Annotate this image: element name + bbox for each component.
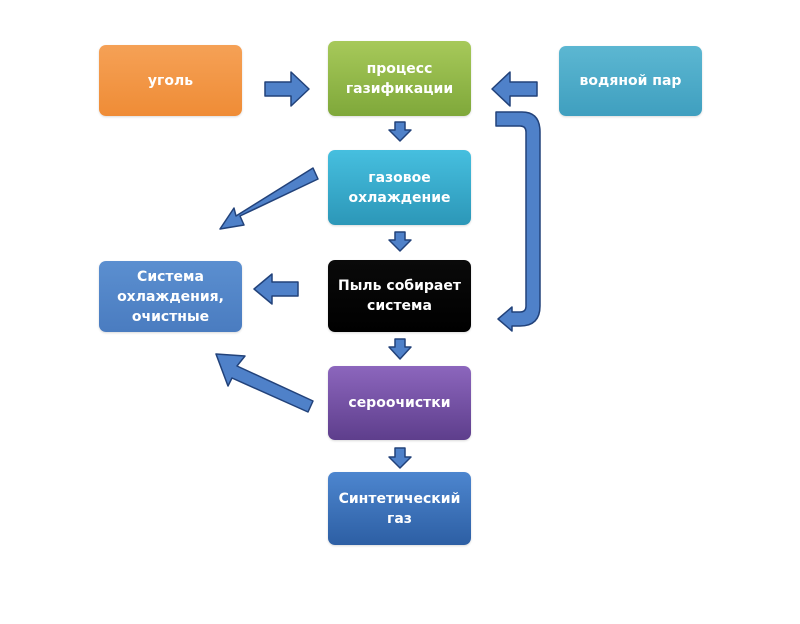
arrow-coal-to-gasification: [264, 71, 310, 107]
node-dust-system: Пыль собирает система: [328, 260, 471, 332]
node-syngas-label: Синтетический газ: [338, 490, 461, 527]
arrow-gas-cooling-to-cooling-system: [219, 167, 319, 230]
node-coal-label: уголь: [147, 72, 194, 89]
node-gasification: процесс газификации: [328, 41, 471, 116]
arrow-dust-system-to-desulfurization: [388, 338, 412, 360]
node-dust-system-label: Пыль собирает система: [338, 278, 461, 314]
node-gasification-label: процесс газификации: [345, 60, 454, 97]
node-gas-cooling: газовое охлаждение: [328, 150, 471, 225]
arrow-steam-to-gasification: [491, 71, 538, 107]
arrow-gasification-to-gas-cooling: [388, 121, 412, 142]
arrow-desulfurization-to-cooling-system: [215, 353, 314, 413]
arrow-dust-system-to-cooling-system: [253, 273, 299, 305]
node-gas-cooling-label: газовое охлаждение: [348, 169, 451, 206]
node-syngas: Синтетический газ: [328, 472, 471, 545]
node-cooling-system-label: Система охлаждения, очистные: [117, 268, 224, 325]
node-desulfurization-label: сероочистки: [348, 395, 451, 411]
node-desulfurization: сероочистки: [328, 366, 471, 440]
node-steam-label: водяной пар: [579, 73, 682, 89]
node-cooling-system: Система охлаждения, очистные: [99, 261, 242, 332]
node-coal: уголь: [99, 45, 242, 116]
arrow-desulfurization-to-syngas: [388, 447, 412, 469]
node-steam: водяной пар: [559, 46, 702, 116]
arrow-gasification-loop-to-dust-system: [495, 111, 541, 332]
arrow-gas-cooling-to-dust-system: [388, 231, 412, 252]
